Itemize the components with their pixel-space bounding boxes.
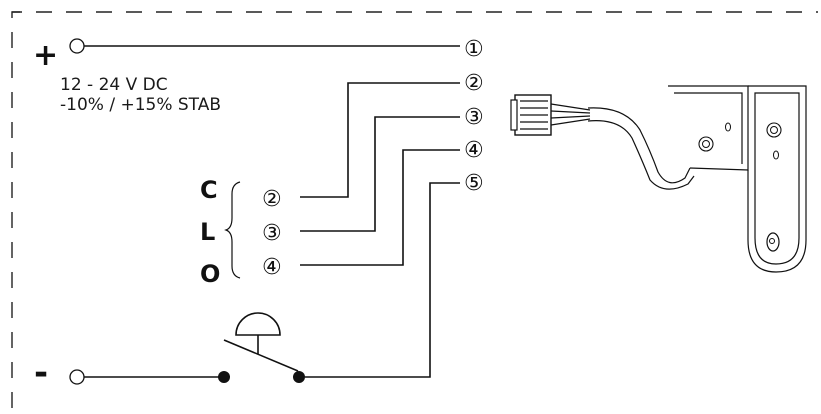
wire-pin-3 [300, 116, 460, 232]
input-brace [224, 181, 241, 279]
wire-pin-5 [305, 182, 460, 378]
voltage-line-1: 12 - 24 V DC [60, 75, 168, 95]
pin-number-5: ⑤ [464, 171, 484, 196]
pin-number-2: ② [464, 71, 484, 96]
wire-pin-2 [300, 82, 460, 198]
pin-number-3: ③ [464, 105, 484, 130]
input-pin-o: ④ [262, 255, 282, 280]
input-pin-c: ② [262, 187, 282, 212]
enclosure-border [11, 11, 818, 408]
cable [587, 107, 691, 184]
minus-sign: - [34, 353, 48, 393]
mounting-bracket-icon [668, 85, 807, 273]
input-letter-c: C [200, 176, 218, 204]
input-letter-l: L [200, 218, 215, 246]
wire-pin-4 [300, 149, 460, 266]
pin-number-1: ① [464, 37, 484, 62]
input-pin-l: ③ [262, 221, 282, 246]
switch-contact-right [293, 371, 305, 383]
push-button-icon [235, 312, 281, 336]
voltage-line-2: -10% / +15% STAB [60, 95, 221, 115]
plus-sign: + [33, 38, 58, 73]
switch-lever [223, 339, 299, 372]
pin-number-4: ④ [464, 138, 484, 163]
connector-plug-icon [510, 94, 591, 136]
input-letter-o: O [200, 260, 220, 288]
switch-contact-left [218, 371, 230, 383]
plus-terminal [69, 38, 85, 54]
minus-terminal [69, 369, 85, 385]
